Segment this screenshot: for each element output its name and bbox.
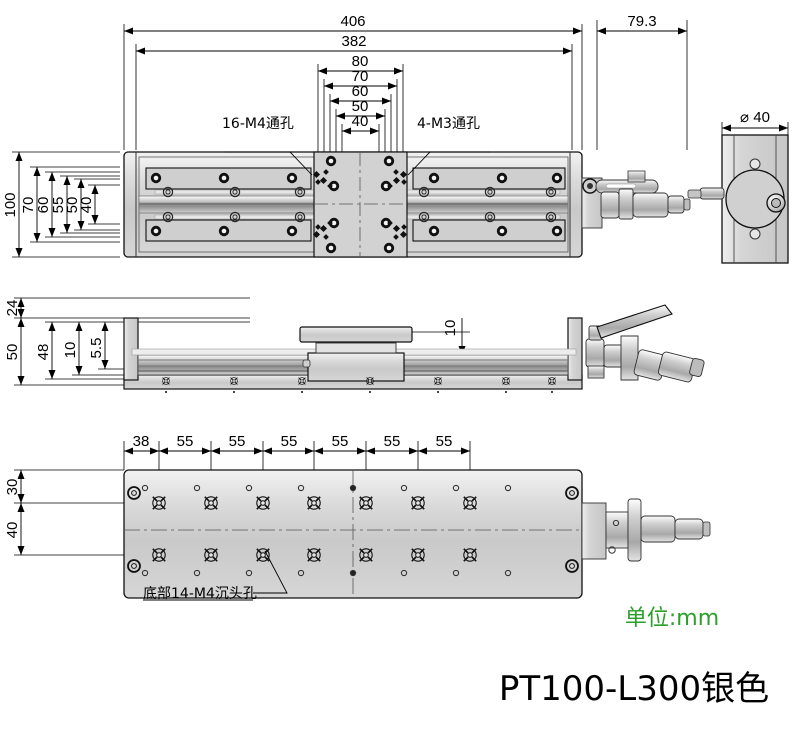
front-view-clamp-lever: [585, 304, 673, 379]
bottom-view-micrometer: [581, 498, 711, 562]
dim-80: 80: [318, 53, 403, 75]
dim-70-top-label: 70: [352, 68, 369, 85]
dim-70-vert: 70: [20, 167, 41, 242]
bottom-view: 38 55 55 55 55 55 55: [4, 433, 711, 602]
dim-40-top: 40: [342, 113, 379, 135]
dim-70-vert-label: 70: [20, 197, 37, 214]
bottom-view-corner-bolts: [127, 486, 579, 573]
dim-50-top-label: 50: [352, 98, 369, 115]
dim-55-6-label: 55: [436, 433, 453, 450]
dim-55-3: 55: [263, 433, 314, 455]
dim-38: 38: [124, 433, 159, 455]
dim-10-front-label: 10: [62, 342, 79, 359]
dim-55-1-label: 55: [177, 433, 194, 450]
dim-10-front: 10: [62, 322, 83, 375]
dim-55-4-label: 55: [332, 433, 349, 450]
dim-55-5: 55: [366, 433, 418, 455]
top-view-vert-ext: [12, 151, 120, 258]
front-view: 24 50 48 10 5.5 10: [4, 297, 705, 394]
front-view-micrometer: [603, 335, 705, 383]
dim-48: 48: [35, 322, 56, 379]
dim-30-label: 30: [4, 479, 21, 496]
dim-40-bottom-label: 40: [4, 522, 21, 539]
leader-bottom-csk-label: 底部14-M4沉头孔: [143, 586, 257, 602]
dim-60-top-label: 60: [352, 83, 369, 100]
leader-16-m4-label: 16-M4通孔: [222, 116, 294, 132]
dim-55-4: 55: [314, 433, 366, 455]
dim-30: 30: [4, 470, 25, 503]
dim-40-vert-label: 40: [78, 197, 95, 214]
dim-60-top: 60: [330, 83, 391, 105]
top-view-body: [123, 151, 691, 258]
top-view-micrometer: [581, 170, 691, 229]
dim-5-5: 5.5: [88, 322, 109, 369]
dim-travel-10-label: 10: [442, 320, 459, 337]
leader-4-m3: 4-M3通孔: [407, 116, 490, 176]
unit-label: 单位:mm: [625, 606, 719, 631]
dim-382: 382: [136, 33, 572, 55]
top-view: 406 79.3 382 80 70 60 50: [2, 13, 691, 258]
dim-50-front-label: 50: [4, 344, 21, 361]
dim-50-top: 50: [336, 98, 385, 120]
dim-80-label: 80: [352, 53, 369, 70]
leader-bottom-csk: 底部14-M4沉头孔: [143, 550, 288, 602]
dim-79-3-label: 79.3: [627, 13, 656, 30]
dim-24: 24: [4, 298, 25, 318]
right-side-view: ⌀ 40: [687, 109, 789, 264]
dim-55-1: 55: [159, 433, 211, 455]
top-view-extension-lines: [123, 20, 688, 152]
dim-55-vert-label: 55: [50, 197, 67, 214]
dim-100-label: 100: [2, 192, 19, 217]
dim-79-3: 79.3: [597, 13, 687, 35]
dim-55-3-label: 55: [281, 433, 298, 450]
dim-382-label: 382: [341, 33, 366, 50]
dim-55-2-label: 55: [229, 433, 246, 450]
dim-60-vert-label: 60: [35, 197, 52, 214]
dim-50-front: 50: [4, 318, 25, 385]
dim-55-vert: 55: [50, 176, 71, 233]
dim-40-vert: 40: [78, 185, 99, 224]
dim-50-vert-label: 50: [64, 197, 81, 214]
dim-40-bottom: 40: [4, 503, 25, 555]
m3-hole-pattern: [312, 169, 408, 240]
dim-70-top: 70: [324, 68, 397, 90]
leader-16-m4: 16-M4通孔: [222, 116, 313, 176]
dim-diameter-40-label: ⌀ 40: [740, 109, 770, 126]
dim-48-label: 48: [35, 344, 52, 361]
dim-38-label: 38: [133, 433, 150, 450]
dim-406-label: 406: [340, 13, 365, 30]
dim-100-vert: 100: [2, 152, 23, 257]
dim-24-label: 24: [4, 300, 21, 317]
dim-5-5-label: 5.5: [88, 338, 105, 359]
leader-4-m3-label: 4-M3通孔: [417, 116, 480, 132]
dim-55-5-label: 55: [384, 433, 401, 450]
dim-50-vert: 50: [64, 179, 85, 230]
drawing-title: PT100-L300银色: [499, 669, 769, 709]
dim-40-top-label: 40: [352, 113, 369, 130]
dim-55-2: 55: [211, 433, 263, 455]
front-view-bottom-screws: [162, 377, 556, 394]
dim-406: 406: [124, 13, 582, 35]
bottom-view-small-holes: [141, 484, 512, 577]
dim-60-vert: 60: [35, 172, 56, 237]
dim-55-6: 55: [418, 433, 470, 455]
